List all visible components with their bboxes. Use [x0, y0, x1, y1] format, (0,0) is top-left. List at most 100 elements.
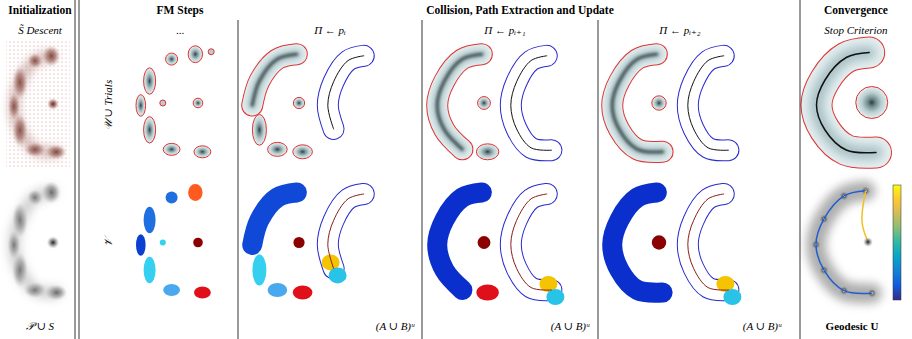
voronoi-panel	[612, 193, 666, 293]
voronoi-cell	[268, 283, 288, 297]
collision-patch	[723, 289, 741, 305]
front-blob	[193, 98, 203, 108]
column-divider	[800, 0, 801, 339]
region-stroke	[437, 54, 482, 149]
front-blob	[652, 96, 666, 110]
voronoi-cell	[252, 255, 266, 286]
region-stroke	[511, 56, 552, 151]
voronoi-cell	[652, 235, 666, 249]
column-header: Initialization	[8, 4, 71, 17]
region-stroke	[252, 54, 297, 105]
region-stroke	[252, 54, 297, 105]
region-stroke	[511, 56, 552, 151]
region-stroke	[14, 193, 56, 293]
front-blob	[166, 53, 178, 65]
column-header: Convergence	[824, 4, 888, 17]
region-stroke	[511, 56, 552, 151]
voronoi-cell	[144, 257, 156, 283]
front-panel	[437, 54, 499, 160]
collision-patch	[329, 267, 347, 283]
voronoi-panel	[437, 193, 499, 301]
region-stroke	[688, 194, 729, 290]
panel-label: Π ← pᵢ₊₂	[659, 24, 700, 36]
region-stroke	[688, 56, 729, 151]
region-stroke	[328, 56, 364, 129]
front-blob	[476, 144, 498, 160]
column-header: FM Steps	[157, 4, 204, 17]
region-stroke	[511, 194, 552, 290]
front-blob	[188, 46, 202, 63]
region-stroke	[252, 54, 297, 105]
voronoi-cell	[478, 236, 491, 249]
panel-label: (A ∪ B)ᵘ	[376, 320, 415, 332]
column-header: Collision, Path Extraction and Update	[426, 4, 614, 17]
collision-patch	[546, 289, 564, 305]
voronoi-cell	[476, 285, 498, 301]
region-stroke	[328, 56, 364, 129]
voronoi-cell	[194, 287, 211, 299]
voronoi-cell	[144, 207, 156, 233]
seed-blob	[863, 237, 873, 247]
region-stroke	[252, 193, 297, 246]
voronoi-cell	[160, 240, 166, 246]
front-blob	[144, 117, 156, 143]
region-stroke	[328, 56, 364, 129]
region-stroke	[511, 194, 552, 290]
path-panel	[688, 56, 729, 151]
voronoi-cell	[293, 237, 304, 248]
front-blob	[160, 100, 166, 106]
voronoi-panel	[252, 193, 312, 300]
front-blob	[293, 97, 304, 108]
path-panel	[688, 194, 742, 305]
geodesic-path	[862, 191, 868, 242]
front-blob	[293, 145, 313, 159]
path-panel	[511, 56, 552, 151]
voronoi-cell	[188, 184, 202, 201]
voronoi-cell	[163, 284, 180, 296]
path-panel	[328, 56, 364, 129]
voronoi-cell	[136, 234, 146, 256]
region-stroke	[688, 56, 729, 151]
region-stroke	[437, 54, 482, 149]
region-stroke	[688, 56, 729, 151]
panel-label: (A ∪ B)ᵘ	[743, 320, 782, 332]
front-blob	[144, 68, 156, 94]
row-label: 𝒱	[102, 238, 114, 247]
front-blob	[194, 146, 211, 158]
column-divider	[75, 0, 76, 339]
panel-label: Geodesic U	[826, 320, 879, 332]
front-blob	[856, 87, 888, 119]
front-blob	[478, 97, 491, 110]
path-panel	[322, 194, 364, 283]
panel-label: S̃ Descent	[18, 24, 62, 36]
column-divider	[79, 0, 80, 339]
region-stroke	[511, 194, 552, 290]
column-divider	[422, 20, 423, 339]
region-stroke	[437, 193, 482, 291]
front-blob	[163, 143, 180, 155]
front-panel	[612, 54, 666, 152]
voronoi-cell	[193, 238, 203, 248]
front-blob	[268, 142, 288, 156]
region-stroke	[816, 191, 872, 294]
region-stroke	[14, 56, 56, 152]
voronoi-cell	[166, 192, 178, 204]
region-stroke	[437, 54, 482, 149]
region-stroke	[816, 191, 872, 294]
region-stroke	[252, 54, 297, 105]
front-blob	[208, 49, 214, 55]
panel-label: ...	[176, 24, 184, 36]
path-panel	[511, 194, 565, 305]
row-label: 𝒰 ∪ Trials	[102, 80, 114, 130]
front-panel	[136, 46, 214, 158]
panel-label: 𝒫 ∪ S	[26, 320, 54, 332]
region-stroke	[328, 194, 364, 268]
panel-label: Π ← pᵢ₊₁	[484, 24, 525, 36]
potential-blob	[47, 98, 59, 110]
panel-label: (A ∪ B)ᵘ	[551, 320, 590, 332]
seed-blob	[47, 236, 60, 249]
column-divider	[598, 20, 599, 339]
voronoi-cell	[293, 286, 313, 300]
